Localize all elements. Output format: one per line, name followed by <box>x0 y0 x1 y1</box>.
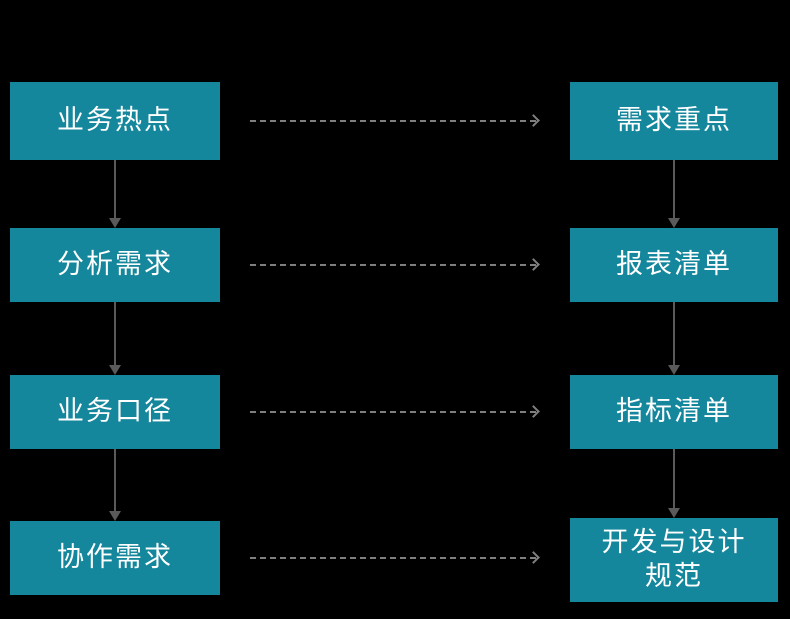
arrowhead-right-icon <box>527 551 540 564</box>
node-collaboration-requirements: 协作需求 <box>10 521 220 595</box>
dashed-arrow-row-2 <box>250 258 540 271</box>
arrowhead-down-icon <box>109 218 121 228</box>
arrowhead-down-icon <box>668 365 680 375</box>
arrow-left-1-to-2 <box>109 160 121 228</box>
arrow-right-2-to-3 <box>668 302 680 375</box>
arrowhead-right-icon <box>527 405 540 418</box>
dashed-arrow-row-3 <box>250 405 540 418</box>
arrowhead-right-icon <box>527 114 540 127</box>
arrow-left-3-to-4 <box>109 449 121 521</box>
arrowhead-right-icon <box>527 258 540 271</box>
arrowhead-down-icon <box>668 218 680 228</box>
node-business-hotspots: 业务热点 <box>10 82 220 160</box>
arrowhead-down-icon <box>109 511 121 521</box>
arrowhead-down-icon <box>109 365 121 375</box>
node-indicator-list: 指标清单 <box>570 375 778 449</box>
arrow-right-3-to-4 <box>668 449 680 518</box>
node-report-list: 报表清单 <box>570 228 778 302</box>
arrow-right-1-to-2 <box>668 160 680 228</box>
node-business-caliber: 业务口径 <box>10 375 220 449</box>
arrow-left-2-to-3 <box>109 302 121 375</box>
dashed-arrow-row-4 <box>250 551 540 564</box>
dashed-arrow-row-1 <box>250 114 540 127</box>
node-analysis-requirements: 分析需求 <box>10 228 220 302</box>
node-requirement-focus: 需求重点 <box>570 82 778 160</box>
arrowhead-down-icon <box>668 508 680 518</box>
node-dev-design-standards: 开发与设计 规范 <box>570 518 778 602</box>
